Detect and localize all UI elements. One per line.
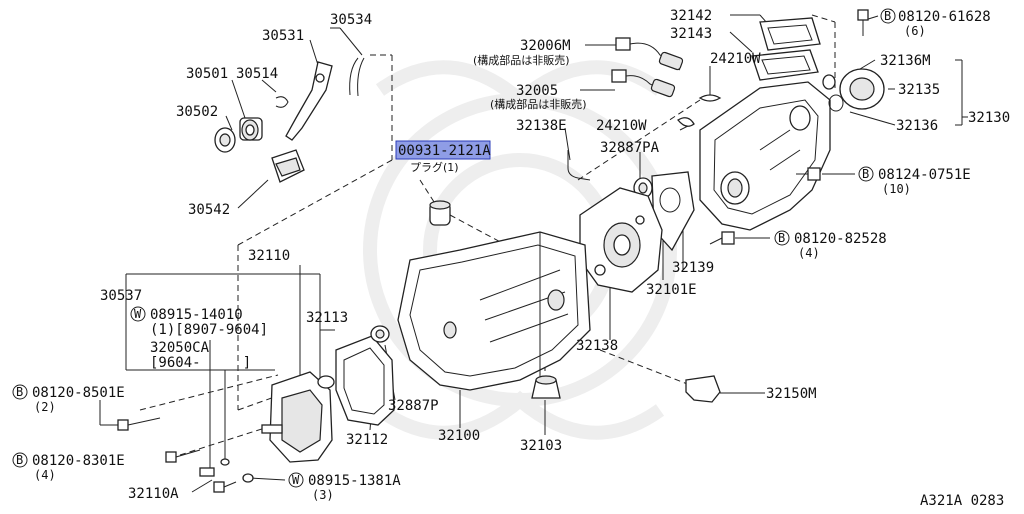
label-32138E: 32138E bbox=[516, 118, 567, 134]
label-08120-82528-qty: (4) bbox=[798, 246, 820, 260]
release-bearing-part bbox=[239, 117, 263, 141]
label-32113: 32113 bbox=[306, 310, 348, 326]
label-32050CA-sub: [9604- ] bbox=[150, 355, 251, 371]
boot-part bbox=[271, 149, 305, 183]
adapter-plate-part bbox=[579, 187, 663, 293]
label-32135: 32135 bbox=[898, 82, 940, 98]
front-bolts-part bbox=[117, 417, 254, 493]
bolt-mark-letter: B bbox=[862, 167, 869, 181]
label-08120-61628: 08120-61628 bbox=[898, 9, 991, 25]
label-08915-14010: 08915-14010 bbox=[150, 307, 243, 323]
label-32139: 32139 bbox=[672, 260, 714, 276]
label-32006M: 32006M bbox=[520, 38, 571, 54]
sleeve-part bbox=[214, 127, 236, 153]
label-30501: 30501 bbox=[186, 66, 228, 82]
clip-part bbox=[275, 96, 289, 108]
label-32005-note: (構成部品は非販売) bbox=[490, 97, 587, 111]
label-32101E: 32101E bbox=[646, 282, 697, 298]
washer-mark-letter: W bbox=[134, 307, 142, 321]
bolt-mark-letter: B bbox=[884, 9, 891, 23]
label-30502: 30502 bbox=[176, 104, 218, 120]
label-08120-8501E: 08120-8501E bbox=[32, 385, 125, 401]
breather-hose-part bbox=[567, 150, 591, 181]
label-32110: 32110 bbox=[248, 248, 290, 264]
label-32103: 32103 bbox=[520, 438, 562, 454]
transmission-case-part bbox=[397, 231, 591, 391]
label-30514: 30514 bbox=[236, 66, 278, 82]
front-cover-part bbox=[261, 371, 335, 463]
mount-rubber-part bbox=[531, 375, 561, 399]
label-32112: 32112 bbox=[346, 432, 388, 448]
label-08915-1381A-qty: (3) bbox=[312, 488, 334, 502]
label-32887P: 32887P bbox=[388, 398, 439, 414]
washer-mark-letter: W bbox=[292, 473, 300, 487]
label-32887PA: 32887PA bbox=[600, 140, 660, 156]
label-08120-8501E-qty: (2) bbox=[34, 400, 56, 414]
label-32136M: 32136M bbox=[880, 53, 931, 69]
label-32142: 32142 bbox=[670, 8, 712, 24]
bolt-mark-08120-8301E: B bbox=[12, 452, 28, 468]
label-30534: 30534 bbox=[330, 12, 372, 28]
label-32143: 32143 bbox=[670, 26, 712, 42]
washer-mark-08915-14010: W bbox=[130, 306, 146, 322]
label-24210W-b: 24210W bbox=[596, 118, 647, 134]
bolt-mark-letter: B bbox=[16, 453, 23, 467]
label-32005: 32005 bbox=[516, 83, 558, 99]
figure-code: A321A 0283 bbox=[920, 493, 1004, 509]
part-shapes bbox=[117, 9, 885, 493]
label-30542: 30542 bbox=[188, 202, 230, 218]
label-30537: 30537 bbox=[100, 288, 142, 304]
bolt-mark-08120-8501E: B bbox=[12, 384, 28, 400]
label-plug-description: プラグ(1) bbox=[410, 160, 459, 174]
bolt-mark-08120-61628: B bbox=[880, 8, 896, 24]
washer-mark-08915-1381A: W bbox=[288, 472, 304, 488]
label-32130: 32130 bbox=[968, 110, 1010, 126]
oil-seal-part bbox=[822, 68, 885, 112]
extension-housing-part bbox=[699, 81, 831, 231]
label-08120-8301E-qty: (4) bbox=[34, 468, 56, 482]
withdrawal-lever-part bbox=[285, 61, 333, 141]
label-32136: 32136 bbox=[896, 118, 938, 134]
label-08124-0751E: 08124-0751E bbox=[878, 167, 971, 183]
label-24210W-a: 24210W bbox=[710, 51, 761, 67]
bolt-mark-08120-82528: B bbox=[774, 230, 790, 246]
front-gasket-part bbox=[335, 335, 395, 426]
plug-part bbox=[429, 200, 451, 226]
label-08120-61628-qty: (6) bbox=[904, 24, 926, 38]
label-08120-8301E: 08120-8301E bbox=[32, 453, 125, 469]
bolt-part bbox=[857, 9, 869, 36]
label-32050CA: 32050CA bbox=[150, 340, 210, 356]
front-bearing-part bbox=[370, 325, 390, 343]
switch-harness-part bbox=[611, 37, 722, 127]
label-32138: 32138 bbox=[576, 338, 618, 354]
label-08915-1381A: 08915-1381A bbox=[308, 473, 401, 489]
label-32100: 32100 bbox=[438, 428, 480, 444]
label-08915-14010-sub: (1)[8907-9604] bbox=[150, 322, 268, 338]
label-plug-part-number: 00931-2121A bbox=[398, 143, 491, 159]
label-32110A: 32110A bbox=[128, 486, 179, 502]
label-30531: 30531 bbox=[262, 28, 304, 44]
label-32150M: 32150M bbox=[766, 386, 817, 402]
spring-clip-part bbox=[349, 57, 365, 97]
bolt-mark-letter: B bbox=[16, 385, 23, 399]
bolt-mark-08124-0751E: B bbox=[858, 166, 874, 182]
cover-plate-part bbox=[759, 17, 821, 51]
cover-gasket-part bbox=[751, 49, 819, 81]
label-32006M-note: (構成部品は非販売) bbox=[473, 53, 570, 67]
part-labels: 30534 30531 30501 30514 30502 30542 0093… bbox=[12, 8, 1010, 509]
label-08124-0751E-qty: (10) bbox=[882, 182, 911, 196]
housing-bolt-part bbox=[709, 167, 821, 245]
label-08120-82528: 08120-82528 bbox=[794, 231, 887, 247]
bracket-part bbox=[685, 375, 721, 403]
highlight-box bbox=[395, 140, 491, 160]
bolt-mark-letter: B bbox=[778, 231, 785, 245]
